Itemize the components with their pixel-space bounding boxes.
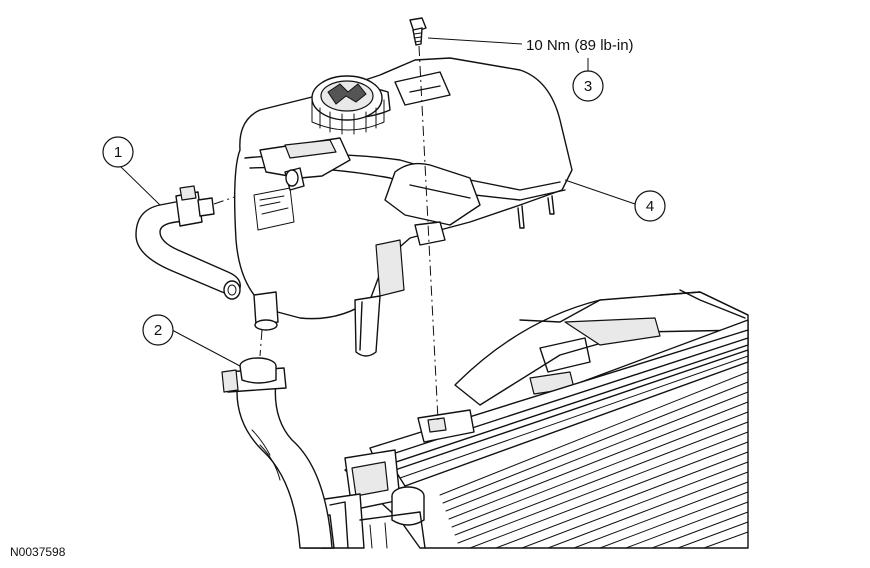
callout-1-number: 1 (114, 144, 122, 161)
figure-id-label: N0037598 (10, 545, 66, 559)
callout-4-number: 4 (646, 198, 654, 215)
lower-hose (221, 329, 333, 549)
callout-2-number: 2 (154, 322, 162, 339)
callout-1: 1 (102, 136, 134, 168)
upper-hose (135, 177, 291, 300)
callout-3: 3 (572, 70, 604, 102)
callout-4: 4 (634, 190, 666, 222)
radiator-assembly (299, 289, 749, 549)
torque-spec-label: 10 Nm (89 lb-in) (526, 37, 634, 54)
coolant-reservoir (233, 57, 573, 357)
callout-3-number: 3 (584, 78, 592, 95)
callout-leaders (119, 37, 636, 367)
callout-2: 2 (142, 314, 174, 346)
mounting-bolt (409, 17, 439, 421)
